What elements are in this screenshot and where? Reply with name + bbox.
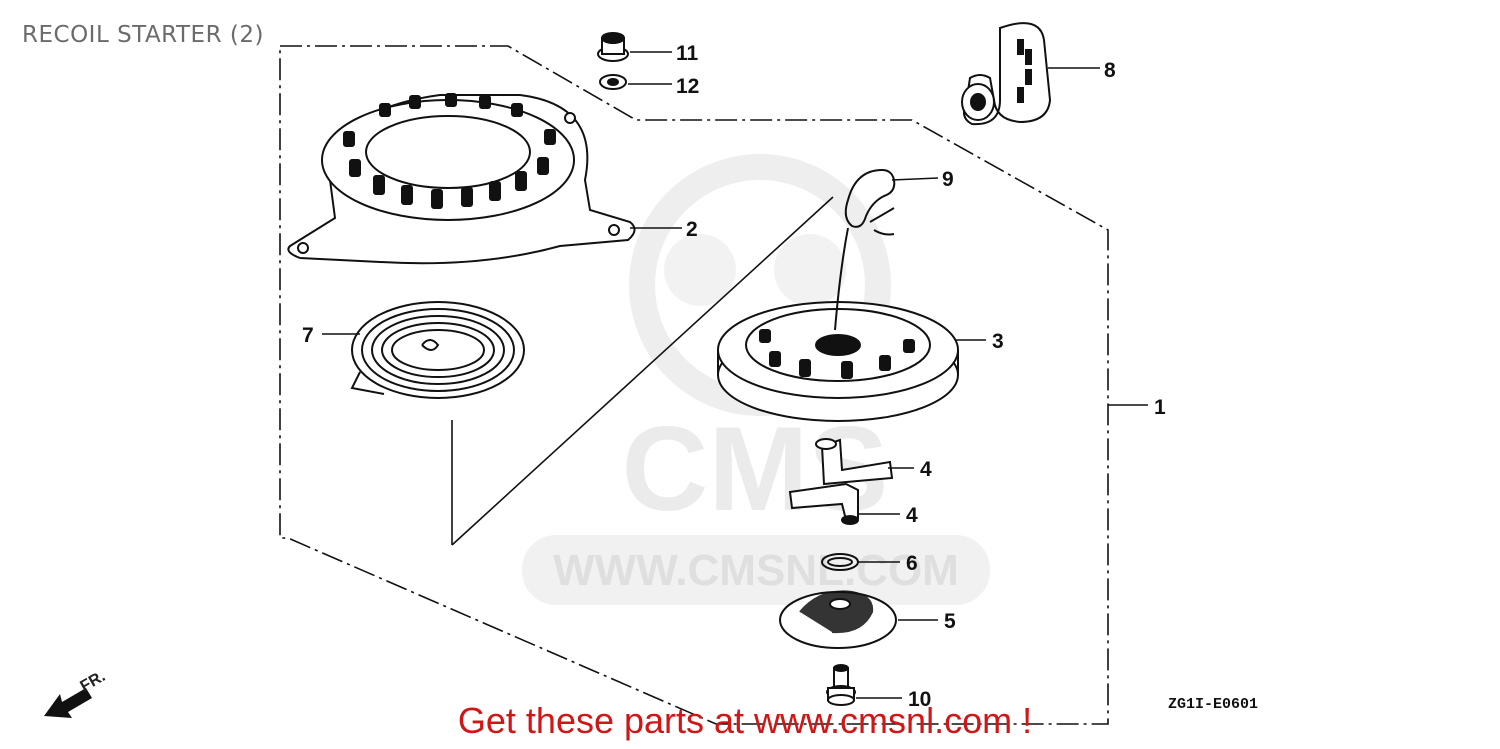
ratchet-lower	[788, 482, 859, 525]
spring-outer-hook	[350, 371, 385, 395]
reel-spokes	[759, 329, 915, 379]
spring-to-reel-leader	[451, 196, 834, 546]
setting-screw	[826, 664, 856, 706]
ratchet-upper	[815, 438, 894, 486]
callout-7: 7	[302, 324, 314, 347]
diagram-title: RECOIL STARTER (2)	[22, 22, 264, 48]
watermark-url-pill	[522, 535, 990, 605]
reel-groove	[745, 308, 931, 382]
watermark-url-text: WWW.CMSNL.COM	[553, 546, 959, 595]
spring-coil-4	[381, 322, 495, 378]
watermark-logo-eye-right	[774, 234, 846, 306]
spring-inner-hook	[421, 339, 440, 351]
flange-nut	[597, 32, 629, 62]
callout-2: 2	[686, 218, 698, 241]
grip-ribs	[1017, 39, 1032, 103]
drawing-code: ZG1I-E0601	[1168, 696, 1258, 713]
watermark-logo-eye-left	[664, 234, 736, 306]
spring-coil-5	[391, 329, 485, 371]
callout-4-lower: 4	[906, 504, 918, 527]
callout-4-upper: 4	[920, 458, 932, 481]
reel-hub	[815, 334, 861, 356]
callout-3: 3	[992, 330, 1004, 353]
callout-12: 12	[676, 75, 699, 98]
callout-1: 1	[1154, 396, 1166, 419]
callout-10: 10	[908, 688, 931, 711]
starter-case-center	[365, 115, 531, 189]
promo-banner[interactable]: Get these parts at www.cmsnl.com !	[0, 700, 1500, 742]
callout-6: 6	[906, 552, 918, 575]
ratchet-guide	[779, 590, 897, 649]
callout-numbers: 11 12 8 9 2 7 3 1 4 4 6 5 10	[302, 42, 1166, 711]
recoil-spring	[350, 301, 525, 399]
assembly-outline	[279, 45, 1109, 725]
rope-line	[834, 227, 849, 331]
front-arrow-icon	[44, 688, 92, 718]
assembly-boundary	[279, 45, 1109, 725]
grip-hole	[970, 93, 986, 111]
callout-leaders	[322, 51, 1100, 699]
leader-lines	[451, 196, 1148, 546]
callout-5: 5	[944, 610, 956, 633]
spring-coil-3	[371, 315, 505, 385]
rope-ends	[869, 207, 895, 236]
mount-hole-top	[564, 112, 576, 124]
callout-11: 11	[676, 42, 699, 65]
spring-coil-2	[361, 308, 515, 392]
spring-coil-1	[351, 301, 525, 399]
mount-hole-left	[297, 242, 309, 254]
mount-hole-right	[608, 224, 620, 236]
reel	[717, 301, 959, 422]
callout-9: 9	[942, 168, 954, 191]
promo-link-text[interactable]: Get these parts at www.cmsnl.com !	[457, 700, 1033, 741]
callout-8: 8	[1104, 59, 1116, 82]
starter-case-vents	[343, 93, 556, 209]
starter-grip	[961, 22, 1052, 126]
washer	[599, 74, 627, 90]
starter-case	[287, 93, 636, 265]
